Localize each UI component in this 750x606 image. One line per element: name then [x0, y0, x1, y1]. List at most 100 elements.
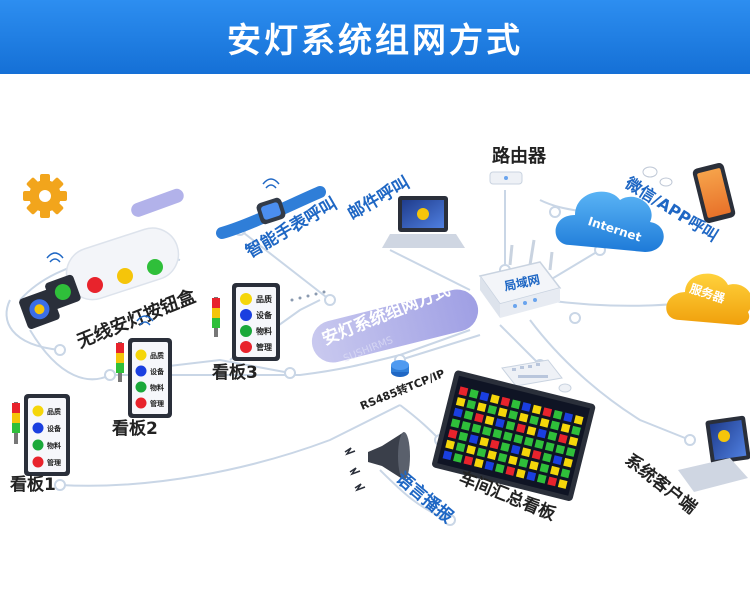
led-cell — [539, 463, 550, 474]
led-cell — [526, 471, 537, 482]
led-cell — [542, 452, 552, 463]
led-cell — [471, 423, 482, 434]
led-cell — [502, 431, 513, 442]
led-cell — [484, 460, 495, 471]
led-cell — [500, 442, 511, 452]
center-pill — [311, 289, 479, 363]
internet-cloud — [555, 191, 664, 252]
led-cell — [458, 386, 469, 397]
led-cell — [466, 445, 476, 455]
smart-watch — [216, 178, 326, 239]
led-cell — [550, 420, 560, 431]
led-cell — [497, 452, 508, 463]
led-cell — [455, 442, 466, 453]
header-banner: 安灯系统组网方式 — [0, 0, 750, 74]
workshop-board — [432, 370, 596, 501]
led-cell — [463, 410, 474, 421]
led-cell — [552, 455, 563, 465]
led-cell — [531, 450, 542, 460]
label-board-3: 看板3 — [211, 362, 258, 383]
email-laptop — [382, 196, 465, 248]
server-cloud — [666, 273, 750, 325]
led-cell — [547, 476, 558, 487]
led-cell — [453, 407, 463, 418]
led-cell — [550, 465, 560, 476]
keyboard-mouse — [501, 359, 572, 393]
led-cell — [447, 429, 458, 439]
board-3: 品质 设备 物料 管理 — [212, 283, 280, 361]
chat-bubbles — [642, 166, 673, 187]
led-cell — [573, 415, 584, 425]
led-cell — [536, 473, 547, 484]
led-cell — [495, 418, 505, 428]
board3-item-2: 设备 — [256, 310, 273, 320]
led-cell — [466, 399, 477, 410]
led-cell — [563, 457, 573, 468]
led-cell — [479, 436, 490, 447]
led-cell — [529, 415, 539, 426]
led-cell — [523, 436, 534, 447]
board3-item-1: 品质 — [256, 294, 272, 304]
led-cell — [542, 407, 553, 418]
led-cell — [560, 423, 571, 433]
dotted-connector — [290, 290, 326, 302]
label-board-1: 看板1 — [9, 474, 56, 495]
led-cell — [513, 434, 524, 444]
led-cell — [510, 399, 521, 410]
led-cell — [560, 468, 571, 479]
led-cell — [529, 460, 539, 471]
led-cell — [515, 468, 526, 479]
label-board-2: 看板2 — [111, 418, 158, 439]
smartphone — [692, 163, 736, 223]
board2-item-4: 管理 — [150, 399, 164, 408]
board3-item-3: 物料 — [256, 326, 272, 336]
led-cell — [494, 463, 505, 474]
lan-switch — [478, 239, 562, 318]
led-cell — [555, 444, 566, 455]
led-cell — [487, 404, 498, 415]
gear-icon — [23, 174, 67, 218]
led-cell — [563, 412, 574, 423]
led-cell — [487, 450, 497, 460]
led-cell — [458, 431, 469, 442]
led-cell — [547, 431, 558, 441]
led-cell — [505, 466, 516, 476]
led-cell — [484, 415, 495, 426]
led-cell — [557, 479, 568, 489]
led-cell — [539, 418, 550, 428]
board2-item-3: 物料 — [150, 383, 164, 392]
board2-item-2: 设备 — [150, 367, 165, 376]
router — [489, 171, 523, 185]
board-2: 品质 设备 物料 管理 — [116, 315, 172, 418]
board1-item-2: 设备 — [47, 424, 62, 433]
led-cell — [455, 397, 466, 407]
led-cell — [476, 447, 487, 458]
led-cell — [500, 396, 511, 407]
led-cell — [474, 413, 484, 423]
led-cell — [453, 453, 463, 463]
led-cell — [521, 447, 531, 458]
led-cell — [534, 439, 545, 450]
network-diagram: 无线安灯按钮盒 智能手表呼叫 邮件呼叫 路由器 Internet 微信/APP呼… — [5, 145, 750, 528]
led-cell — [508, 455, 518, 466]
led-cell — [565, 447, 576, 457]
led-cell — [461, 421, 471, 431]
led-cell — [489, 439, 500, 450]
led-cell — [492, 428, 503, 439]
label-speaker: 语言播报 — [392, 468, 458, 528]
rs485-converter — [391, 360, 409, 377]
led-cell — [544, 441, 555, 452]
led-cell — [537, 428, 547, 439]
label-router: 路由器 — [492, 145, 547, 167]
led-cell — [518, 458, 529, 468]
board1-item-4: 管理 — [47, 458, 61, 467]
led-cell — [508, 410, 518, 420]
led-cell — [552, 409, 563, 420]
led-cell — [516, 423, 526, 434]
led-grid — [442, 386, 584, 489]
speaker-icon — [344, 432, 410, 492]
led-cell — [531, 404, 542, 415]
led-cell — [526, 426, 537, 436]
led-cell — [497, 407, 508, 418]
led-cell — [571, 425, 581, 436]
